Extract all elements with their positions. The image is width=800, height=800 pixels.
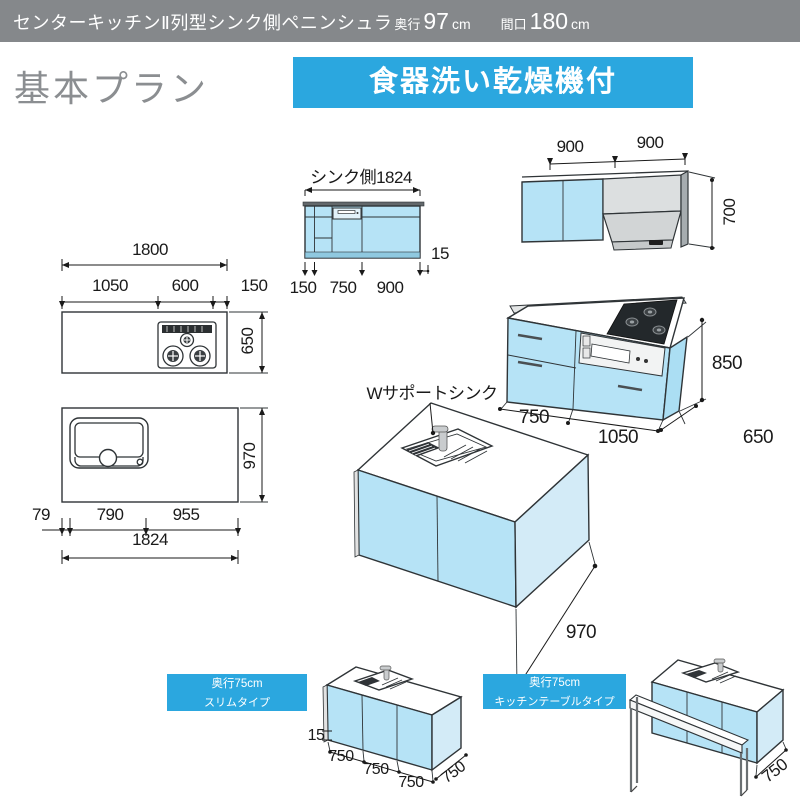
built-in-oven [578,332,666,377]
island-perspective-drawing [353,402,598,691]
frontage-label: 間口 [500,17,527,32]
badge-type: スリムタイプ [204,697,270,709]
dim-line-top [304,187,421,196]
table-sink [680,658,741,684]
dim-label: 750 [363,761,389,778]
dim-label: 900 [556,137,584,156]
dim-label: 1824 [132,530,168,549]
sink-plan-drawing [42,407,268,564]
dim-line-height [688,171,716,250]
dim-label: 650 [238,327,257,355]
cooktop-counter-outline [61,311,228,374]
dim-line-top [547,153,688,170]
cooktop-plan-drawing [59,259,268,374]
dim-label: 750 [398,774,424,791]
dim-label: 1050 [597,427,639,448]
dim-label: 900 [636,133,664,152]
slim-side-panel [431,695,462,772]
slim-type-badge: 奥行75cm スリムタイプ [167,674,307,711]
depth-unit: cm [451,16,471,32]
dim-label: 79 [32,505,50,524]
dim-ticks-bottom [302,262,430,276]
sink-elevation-title: シンク側1824 [310,168,412,187]
wall-cabinet [521,169,689,251]
support-sink [400,425,494,467]
sink-elevation-drawing [302,187,430,276]
dim-label: 1050 [92,276,128,295]
gas-cooktop [157,321,217,369]
dim-label: 750 [328,748,354,765]
dim-label: 150 [289,278,317,297]
dim-line-total [61,550,239,564]
range-hood-slope [602,210,682,243]
dim-line-segments [59,296,230,309]
dim-label: 15 [431,244,449,263]
dim-lines [322,730,468,784]
island-end-edge [353,469,360,558]
sink-plan-shape [69,417,149,469]
frontage-unit: cm [571,16,590,32]
dim-label: 1800 [132,240,168,259]
dim-line-depth [229,311,268,374]
wall-cabinet-drawing [521,153,716,251]
depth-label: 奥行 [394,17,421,32]
dim-label: 850 [711,353,743,374]
product-title: センターキッチンⅡ列型シンク側ペニンシュラ [13,13,393,33]
table-type-badge: 奥行75cm キッチンテーブルタイプ [483,674,626,709]
sink-callout-label: Wサポートシンク [366,384,498,403]
range-hood-upper [602,174,682,215]
range-hood-lip [611,239,674,251]
badge-depth: 奥行75cm [211,678,263,690]
dim-label: 970 [240,442,259,470]
dim-line-total [61,259,228,271]
gas-cooktop-top [606,299,678,345]
dishwasher-banner: 食器洗い乾燥機付 [293,57,693,108]
dim-label: 150 [240,276,268,295]
counter-perspective-drawing [498,296,707,433]
sink-cabinet-front [302,201,425,259]
dim-label: 790 [96,505,124,524]
dining-table [628,694,750,797]
badge-type: キッチンテーブルタイプ [494,696,615,708]
dim-line-depth [754,741,788,779]
table-type-drawing [628,658,788,797]
dim-label: 650 [742,427,774,448]
hood-control-panel [649,240,663,245]
table-side-panel [756,688,784,765]
cabinet-side-panel [680,169,689,248]
badge-depth: 奥行75cm [528,677,581,689]
island-side-panel [514,453,590,609]
dim-lines-bottom [498,401,698,433]
slim-type-drawing [322,665,468,784]
dim-label: 15 [307,727,325,744]
dim-label: 900 [376,278,404,297]
dim-label: 750 [329,278,357,297]
dim-label: 750 [518,407,550,428]
depth-value: 97 [423,8,449,34]
dim-label: 700 [720,198,739,226]
dim-label: 955 [172,505,200,524]
dim-line-height [679,317,707,412]
dim-line-depth [240,407,268,503]
wall-cabinet-doors [521,178,604,243]
dim-line-segments [42,518,241,536]
plan-title: 基本プラン [14,68,210,109]
frontage-value: 180 [529,8,569,34]
dim-label: 970 [565,622,597,643]
dim-label: 600 [171,276,199,295]
slim-sink [352,665,415,691]
